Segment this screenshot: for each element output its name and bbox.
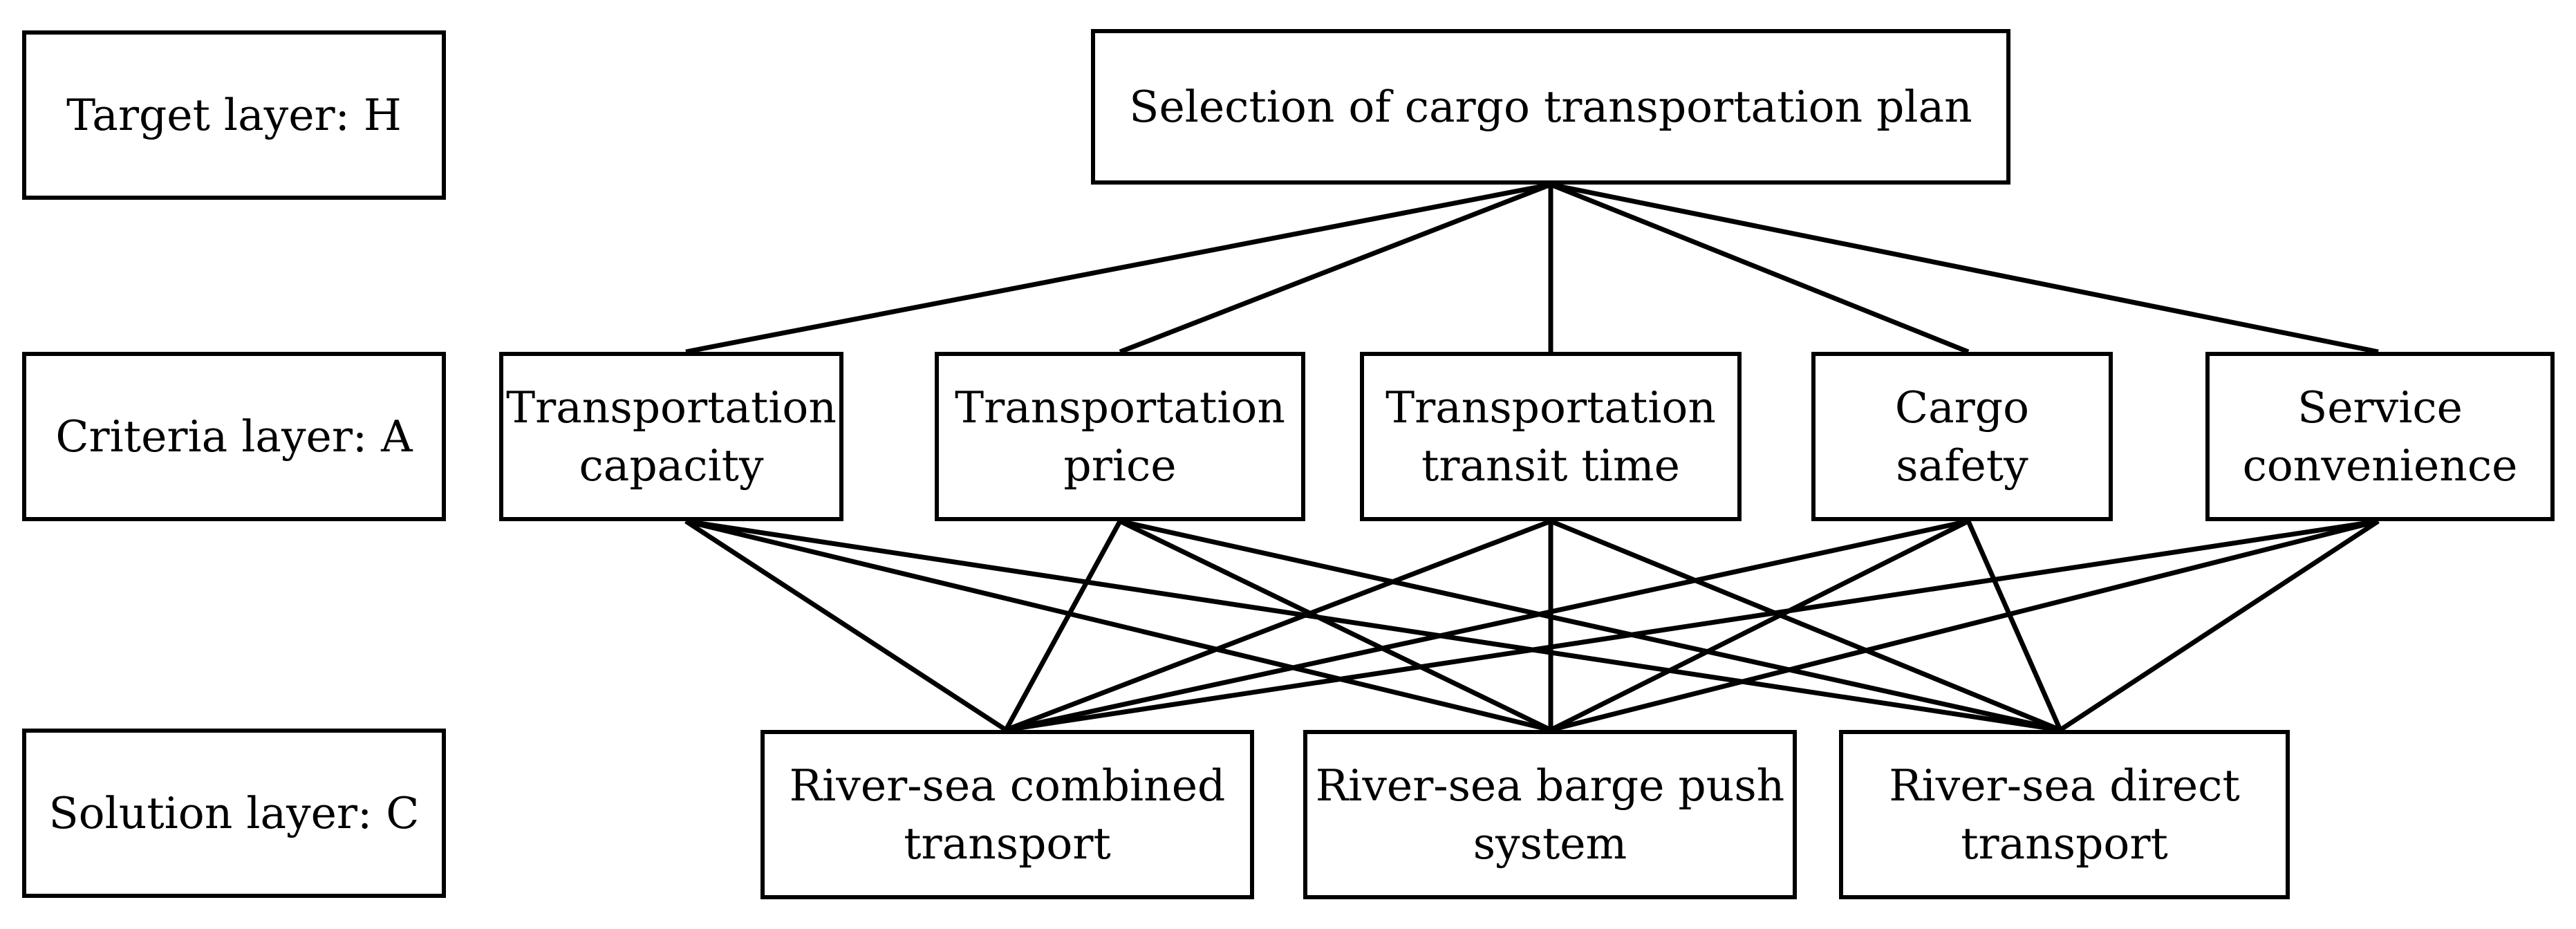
criterion-node-price: Transportation price <box>935 352 1305 521</box>
criterion-price-text: Transportation price <box>955 382 1285 491</box>
criterion-1-to-solution-2-line <box>1119 518 2061 733</box>
solution-barge-push-text: River-sea barge push system <box>1315 760 1785 869</box>
target-layer-label: Target layer: H <box>22 30 446 200</box>
criterion-convenience-text: Service convenience <box>2242 382 2518 491</box>
solution-direct-text: River-sea direct transport <box>1889 760 2240 869</box>
solution-node-combined: River-sea combined transport <box>760 730 1254 899</box>
criterion-3-to-solution-1-line <box>1549 518 1970 733</box>
goal-to-criterion-3-line <box>1549 182 1970 355</box>
criterion-transit-time-text: Transportation transit time <box>1385 382 1716 491</box>
goal-node: Selection of cargo transportation plan <box>1091 29 2010 185</box>
criterion-node-convenience: Service convenience <box>2205 352 2555 521</box>
criteria-layer-text: Criteria layer: A <box>55 411 413 462</box>
criterion-node-transit-time: Transportation transit time <box>1360 352 1742 521</box>
criterion-0-to-solution-2-line <box>685 518 2061 733</box>
solution-combined-text: River-sea combined transport <box>789 760 1226 869</box>
criterion-safety-text: Cargo safety <box>1894 382 2030 491</box>
criterion-4-to-solution-1-line <box>1550 518 2379 733</box>
criterion-2-to-solution-2-line <box>1549 518 2062 733</box>
criterion-node-capacity: Transportation capacity <box>499 352 843 521</box>
criterion-3-to-solution-2-line <box>1966 520 2063 731</box>
solution-layer-label: Solution layer: C <box>22 729 446 898</box>
goal-to-criterion-0-line <box>685 182 1551 355</box>
criteria-layer-label: Criteria layer: A <box>22 352 446 521</box>
criterion-2-to-solution-0-line <box>1005 518 1552 733</box>
criterion-node-safety: Cargo safety <box>1811 352 2113 521</box>
goal-to-criterion-4-line <box>1550 182 2379 355</box>
criterion-capacity-text: Transportation capacity <box>506 382 837 491</box>
criterion-0-to-solution-0-line <box>684 519 1007 732</box>
criterion-4-to-solution-2-line <box>2059 519 2380 732</box>
goal-to-criterion-1-line <box>1119 182 1552 355</box>
solution-node-direct: River-sea direct transport <box>1839 730 2290 899</box>
criterion-3-to-solution-0-line <box>1005 518 1969 733</box>
solution-layer-text: Solution layer: C <box>48 787 420 838</box>
criterion-0-to-solution-1-line <box>685 518 1551 733</box>
criterion-1-to-solution-1-line <box>1119 518 1552 733</box>
goal-node-text: Selection of cargo transportation plan <box>1129 81 1972 132</box>
criterion-1-to-solution-0-line <box>1003 520 1123 731</box>
target-layer-text: Target layer: H <box>66 89 402 140</box>
solution-node-barge-push: River-sea barge push system <box>1303 730 1797 899</box>
criterion-4-to-solution-0-line <box>1005 518 2379 733</box>
